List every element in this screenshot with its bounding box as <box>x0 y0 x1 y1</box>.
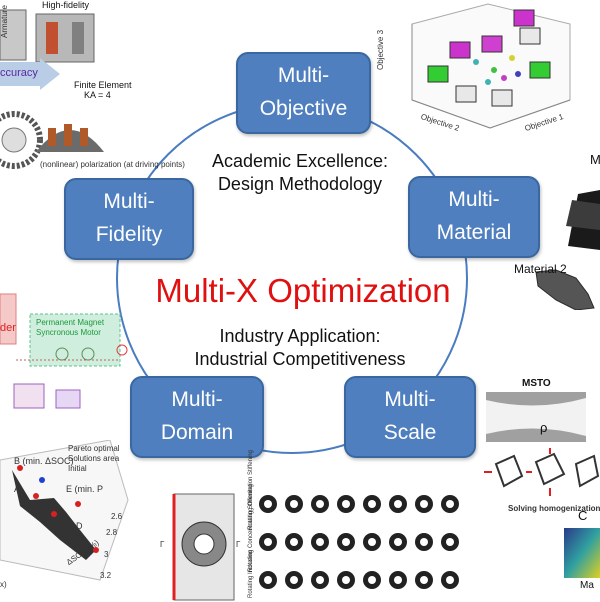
finite-element-label: Finite Element <box>74 80 132 90</box>
rho-label: ρ <box>540 420 548 435</box>
pattern-row-3-label: Rotating Inclusion <box>248 550 254 598</box>
c-h-label: C <box>578 508 588 523</box>
homogenization-figure <box>484 448 600 496</box>
multi-objective-line1: Multi- <box>277 64 330 88</box>
domain-circuit-figure <box>0 293 128 409</box>
tick-2-6: 2.6 <box>111 512 123 521</box>
point-b-label: B (min. ΔSOC) <box>14 456 74 466</box>
pareto-plot-figure <box>0 440 129 581</box>
high-fidelity-label: High-fidelity <box>42 0 90 10</box>
material-map-figure <box>564 528 600 578</box>
domain-der-label: der <box>0 322 16 334</box>
multi-material-line2: Material <box>436 221 512 244</box>
legend-pareto: Pareto optimal <box>68 444 120 453</box>
msto-label: MSTO <box>522 378 551 389</box>
multi-material-box[interactable]: Multi- Material <box>408 176 540 258</box>
point-a-label: A <box>14 484 21 494</box>
multi-material-line1: Multi- <box>448 188 500 212</box>
material-m-label: M <box>590 152 600 167</box>
academic-caption: Academic Excellence: Design Methodology <box>190 150 410 197</box>
multi-domain-box[interactable]: Multi- Domain <box>130 376 264 458</box>
multi-scale-line1: Multi- <box>384 388 436 412</box>
objective-scatter-figure <box>411 3 571 129</box>
inclusion-right-side-label: Γ <box>236 540 241 549</box>
inclusion-cell-figure <box>172 493 235 601</box>
objective-3-axis-label: Objective 3 <box>376 29 385 70</box>
armature-label: Armature <box>0 5 9 38</box>
point-c-label: C <box>34 506 41 516</box>
ma-label: Ma <box>580 580 594 591</box>
academic-line-2: Design Methodology <box>217 174 383 195</box>
legend-initial: Initial <box>68 464 87 473</box>
pm-motor-line1: Permanent Magnet <box>36 318 105 327</box>
inclusion-left-side-label: Γ <box>160 540 165 549</box>
x-axis-label: x) <box>0 580 7 589</box>
legend-solutions: Solutions area <box>68 454 120 463</box>
multi-scale-line2: Scale <box>383 421 437 444</box>
multi-fidelity-line2: Fidelity <box>95 223 163 246</box>
industry-caption: Industry Application: Industrial Competi… <box>170 325 430 372</box>
diagram-title: Multi-X Optimization <box>155 272 451 309</box>
multi-scale-box[interactable]: Multi- Scale <box>344 376 476 458</box>
accuracy-label: ccuracy <box>0 67 38 79</box>
industry-line-2: Industrial Competitiveness <box>194 349 406 370</box>
point-e-label: E (min. P <box>66 484 104 494</box>
pm-motor-line2: Syncronous Motor <box>36 328 101 337</box>
ka-label: KA = 4 <box>84 90 111 100</box>
multi-fidelity-box[interactable]: Multi- Fidelity <box>64 178 194 260</box>
inclusion-patterns-figure <box>259 495 459 589</box>
homogenization-label: Solving homogenization <box>508 504 600 513</box>
industry-line-1: Industry Application: <box>219 326 381 346</box>
multi-fidelity-line1: Multi- <box>103 190 155 214</box>
point-d-label: D <box>76 521 83 531</box>
tick-2-8: 2.8 <box>106 528 118 537</box>
academic-line-1: Academic Excellence: <box>211 151 389 171</box>
multi-objective-line2: Objective <box>259 97 348 120</box>
fidelity-caption: (nonlinear) polarization (at driving poi… <box>40 160 185 169</box>
multi-objective-box[interactable]: Multi- Objective <box>236 52 371 134</box>
fidelity-figure <box>0 9 104 169</box>
multi-domain-line2: Domain <box>160 421 234 444</box>
tick-3: 3 <box>104 550 109 559</box>
tick-3-2: 3.2 <box>100 571 112 580</box>
material-figure <box>535 190 600 310</box>
material-2-label: Material 2 <box>514 262 567 276</box>
multi-domain-line1: Multi- <box>171 388 223 412</box>
msto-figure <box>486 392 586 442</box>
